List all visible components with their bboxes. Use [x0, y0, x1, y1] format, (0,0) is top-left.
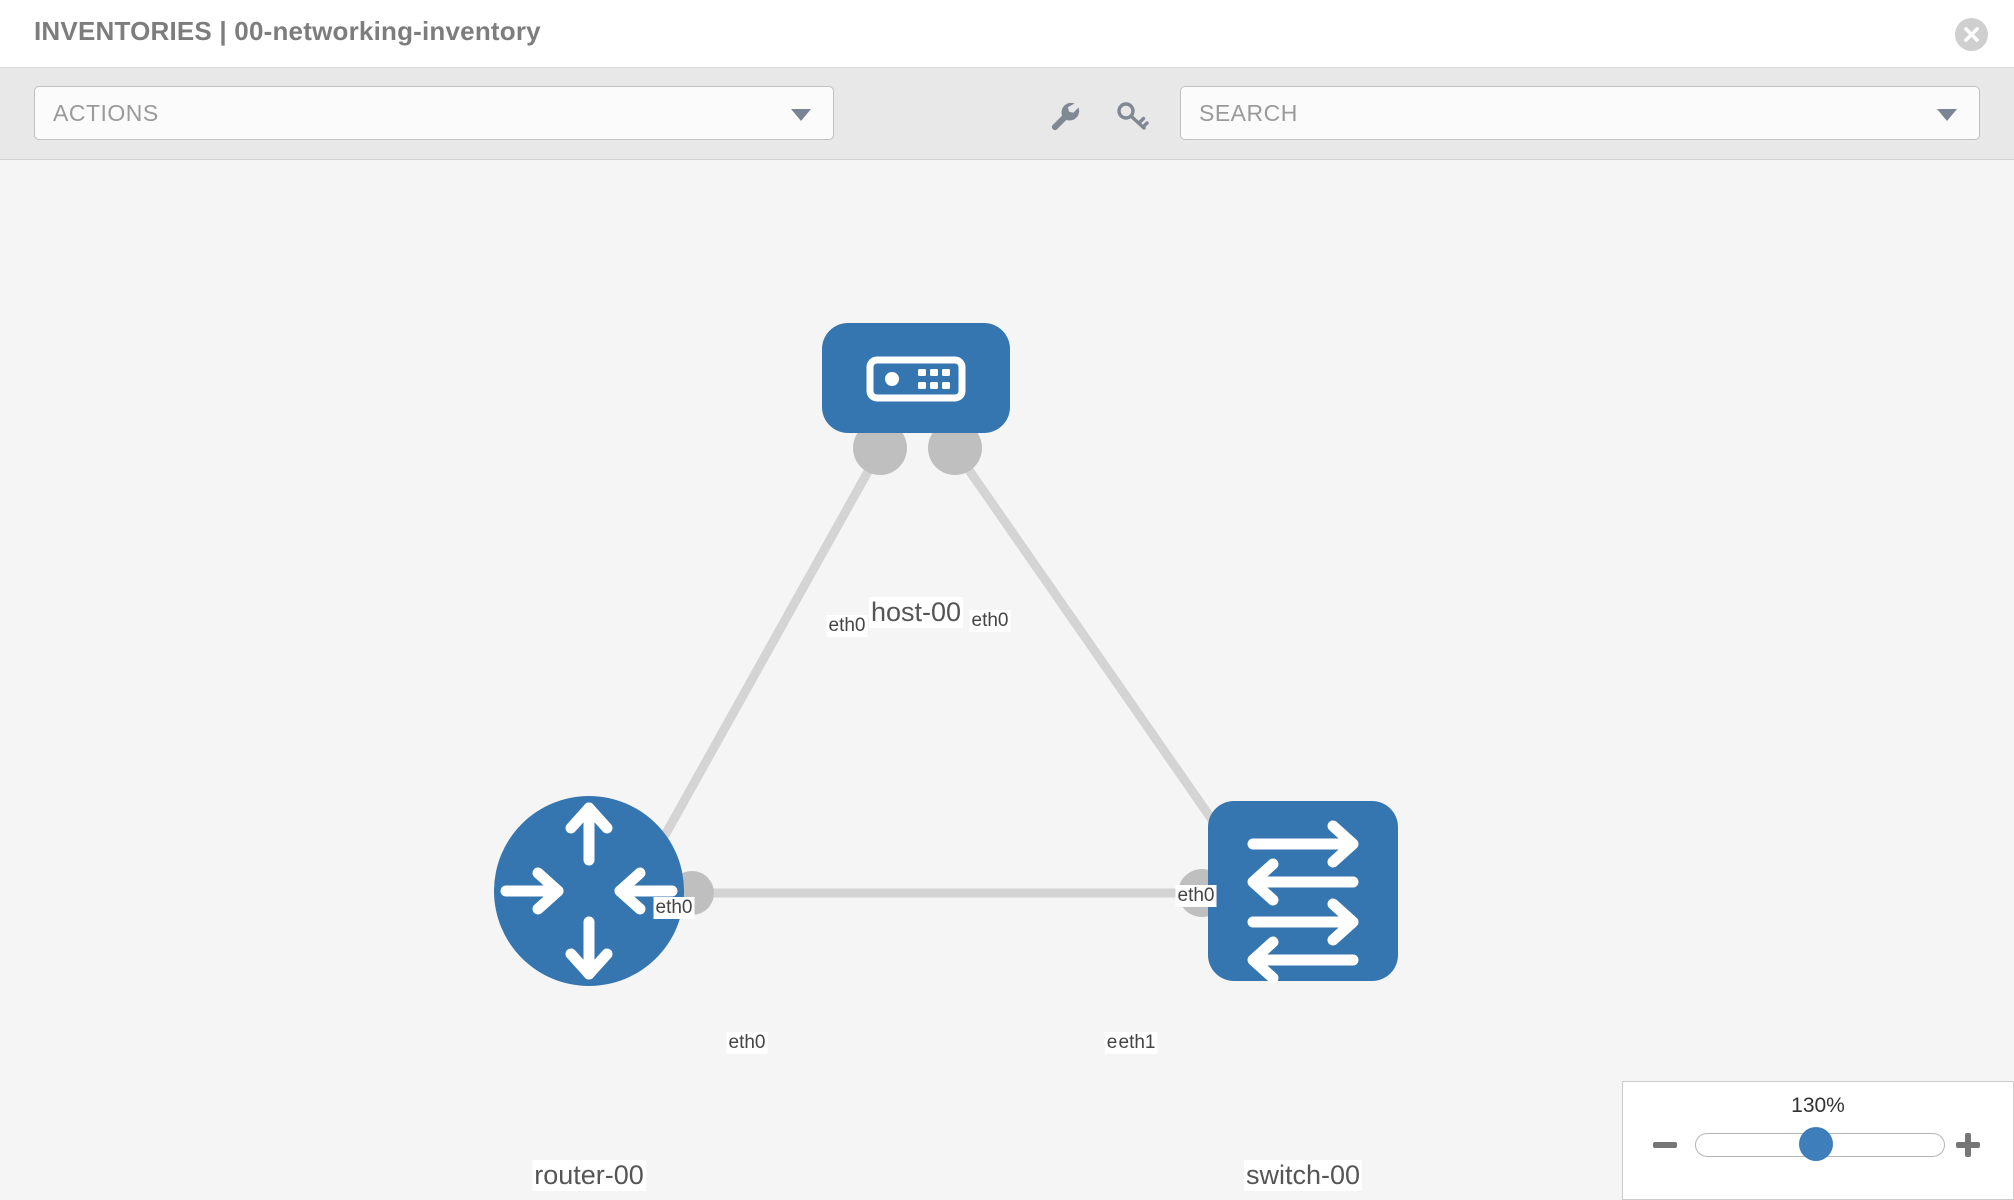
key-icon[interactable]	[1112, 96, 1152, 136]
plus-icon[interactable]	[1953, 1130, 1983, 1160]
close-icon[interactable]	[1955, 18, 1988, 51]
node-label-router-00: router-00	[532, 1160, 646, 1191]
minus-icon[interactable]	[1650, 1130, 1680, 1160]
toolbar: ACTIONS SEARCH	[0, 68, 2014, 160]
wrench-icon[interactable]	[1044, 96, 1084, 136]
handle-host00-right	[928, 421, 982, 475]
node-host-00[interactable]	[822, 323, 1010, 433]
iface-label: eth0	[969, 610, 1011, 632]
switch-arrows-icon	[1247, 820, 1359, 984]
window-header: INVENTORIES | 00-networking-inventory	[0, 0, 2014, 68]
actions-dropdown[interactable]: ACTIONS	[34, 86, 834, 140]
handle-host00-left	[853, 421, 907, 475]
iface-label: eth1	[1116, 1032, 1158, 1054]
link-host00-switch00	[950, 445, 1245, 865]
node-switch-00[interactable]	[1208, 801, 1398, 984]
topology-graph	[494, 323, 1398, 986]
node-router-00[interactable]	[494, 796, 684, 986]
iface-label: eth0	[726, 1032, 768, 1054]
search-input[interactable]: SEARCH	[1180, 86, 1980, 140]
topology-canvas[interactable]: eth0 eth0 eth0 eth0 eth0 eth eth1 host-0…	[0, 160, 2014, 1200]
link-host00-router00	[635, 445, 885, 885]
node-label-host-00: host-00	[868, 597, 964, 628]
iface-label: eth0	[826, 615, 868, 637]
actions-dropdown-label: ACTIONS	[53, 100, 159, 126]
iface-label: eth0	[1175, 885, 1217, 907]
chevron-down-icon[interactable]	[1937, 109, 1957, 121]
zoom-level-value: 130%	[1791, 1094, 1845, 1117]
page-title: INVENTORIES | 00-networking-inventory	[34, 16, 541, 46]
server-icon	[866, 356, 966, 402]
node-label-switch-00: switch-00	[1243, 1160, 1363, 1191]
topology-links	[635, 445, 1245, 898]
iface-label: eth0	[653, 897, 695, 919]
zoom-slider-thumb[interactable]	[1799, 1127, 1833, 1161]
router-arrows-icon	[500, 802, 678, 980]
zoom-control-panel: 130%	[1622, 1081, 2014, 1200]
chevron-down-icon	[791, 109, 811, 121]
search-placeholder: SEARCH	[1199, 100, 1298, 126]
